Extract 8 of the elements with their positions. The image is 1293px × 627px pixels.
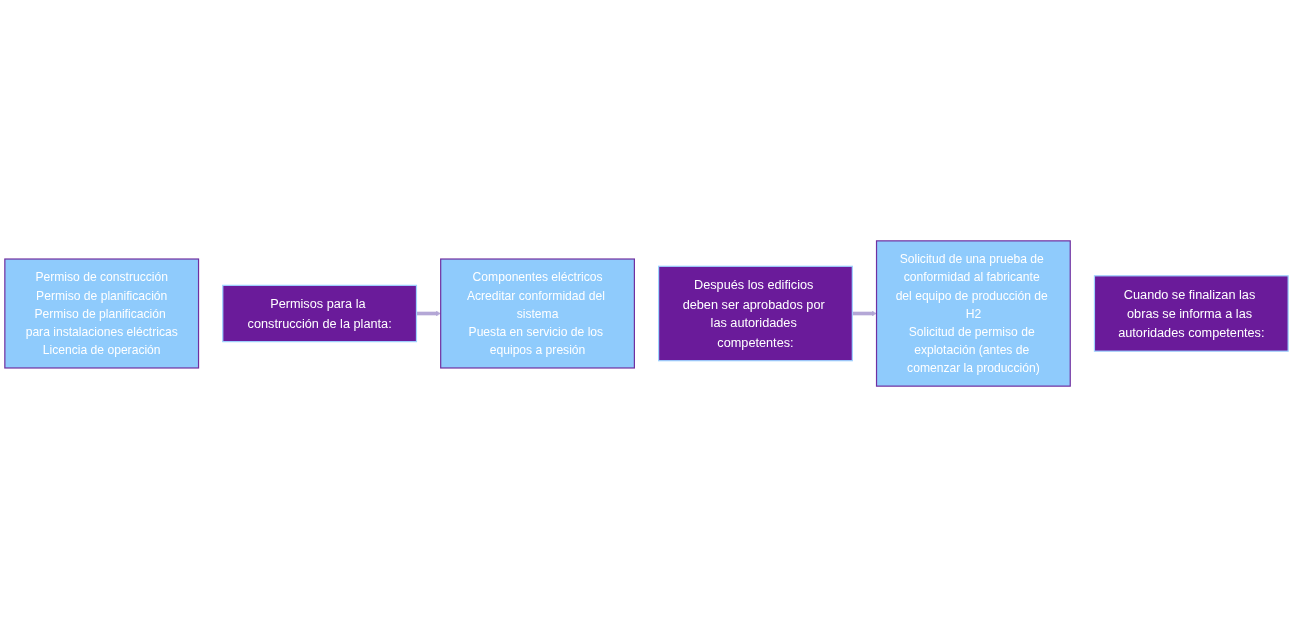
node-box: Después los edificios deben ser aprobados por las autoridades competentes: <box>658 265 853 362</box>
node-box: Solicitud de una prueba de conformidad al fabricante del equipo de producción de H2 Solicitud de permiso de explotación (antes de comenzar la producción) <box>875 240 1071 387</box>
arrow <box>416 310 441 317</box>
node-box: Componentes eléctricos Acreditar conformidad del sistema Puesta en servicio de los equipos a presión <box>440 258 635 369</box>
arrow <box>852 310 877 317</box>
node-box: Permiso de construcción Permiso de planificación Permiso de planificación para instalaciones eléctricas Licencia de operación <box>4 258 200 369</box>
node-box: Cuando se finalizan las obras se informa a las autoridades competentes: <box>1093 275 1289 352</box>
node-box: Permisos para la construcción de la planta: <box>222 284 418 343</box>
